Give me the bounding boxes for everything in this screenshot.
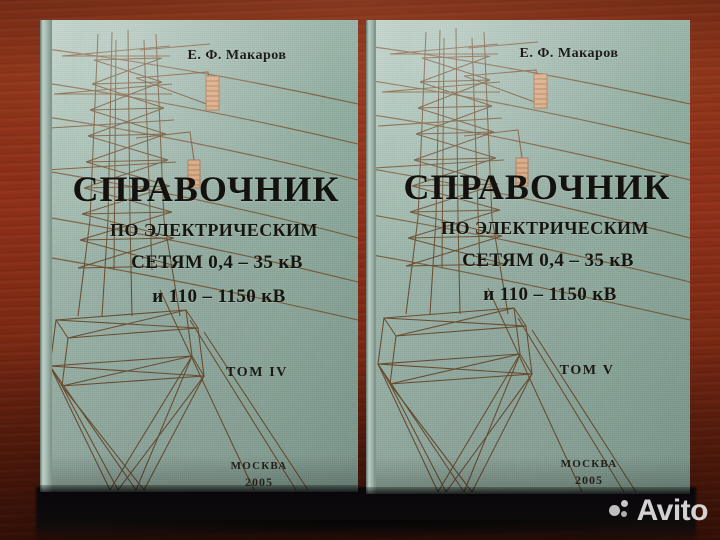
book-year-volume-5: 2005 — [575, 473, 603, 487]
book-spine-edge — [366, 20, 376, 494]
book-spine-edge — [40, 20, 52, 492]
book-bottom-edge — [366, 487, 690, 494]
insulator-string-lower — [515, 157, 529, 187]
book-subtitle-line2-volume-5: СЕТЯМ 0,4 – 35 кВ — [462, 250, 634, 271]
book-volume-4[interactable]: Е. Ф. Макаров СПРАВОЧНИК ПО ЭЛЕКТРИЧЕСКИ… — [40, 20, 358, 492]
book-subtitle-line2-volume-4: СЕТЯМ 0,4 – 35 кВ — [131, 252, 303, 273]
book-cover-front — [40, 20, 358, 492]
book-subtitle-line3-volume-5: и 110 – 1150 кВ — [483, 284, 617, 305]
book-city-volume-4: МОСКВА — [230, 460, 288, 472]
spine-highlight — [366, 20, 369, 494]
book-subtitle-line1-volume-5: ПО ЭЛЕКТРИЧЕСКИМ — [441, 218, 649, 238]
cover-cloth-texture — [366, 20, 690, 494]
transmission-tower-artwork — [40, 29, 358, 491]
avito-watermark: Avito — [608, 494, 709, 527]
book-title-volume-4: СПРАВОЧНИК — [72, 169, 340, 209]
insulator-string-lower — [187, 159, 201, 189]
book-title-volume-5: СПРАВОЧНИК — [403, 167, 671, 207]
book-subtitle-line1-volume-4: ПО ЭЛЕКТРИЧЕСКИМ — [110, 220, 318, 240]
avito-dots-icon — [608, 500, 631, 522]
book-bottom-edge — [40, 485, 358, 492]
book-author-volume-4: Е. Ф. Макаров — [187, 48, 287, 63]
cover-lighting-overlay — [366, 20, 690, 494]
cover-cloth-texture — [40, 20, 358, 492]
spine-highlight — [40, 20, 43, 492]
book-subtitle-line3-volume-4: и 110 – 1150 кВ — [152, 286, 286, 307]
book-city-volume-5: МОСКВА — [560, 458, 618, 470]
book-volume-5[interactable]: Е. Ф. Макаров СПРАВОЧНИК ПО ЭЛЕКТРИЧЕСКИ… — [366, 20, 690, 494]
cover-lighting-overlay — [40, 20, 358, 492]
transmission-tower-artwork — [366, 27, 690, 493]
avito-wordmark: Avito — [636, 494, 709, 527]
insulator-string-upper — [205, 75, 220, 111]
book-year-volume-4: 2005 — [245, 475, 273, 489]
insulator-string-upper — [533, 73, 548, 109]
book-author-volume-5: Е. Ф. Макаров — [519, 46, 619, 61]
book-shadow-falloff — [60, 520, 680, 540]
book-volume-label-volume-5: ТОМ V — [559, 363, 615, 378]
book-cover-front — [366, 20, 690, 494]
book-volume-label-volume-4: ТОМ IV — [226, 365, 288, 380]
